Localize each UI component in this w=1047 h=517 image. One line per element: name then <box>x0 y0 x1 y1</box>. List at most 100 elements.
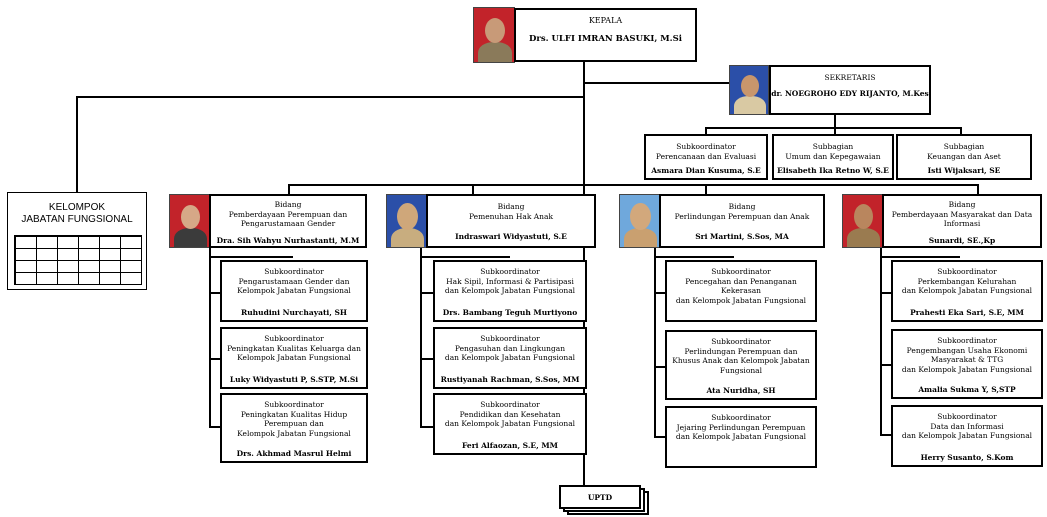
connector-b1-s2 <box>209 358 221 360</box>
connector-subsek-2 <box>834 127 836 135</box>
bidang-4-sub-3: Subkoordinator Data dan Informasi dan Ke… <box>891 405 1043 467</box>
bidang-1-sub-1-name: Ruhudini Nurchayati, SH <box>241 308 347 317</box>
sekretaris-box: SEKRETARIS dr. NOEGROHO EDY RIJANTO, M.K… <box>769 65 931 115</box>
sub-sekretariat-2: Subbagian Umum dan Kepegawaian Elisabeth… <box>772 134 894 180</box>
connector-b1-s3 <box>209 426 221 428</box>
sub-sekretariat-1-title: Subkoordinator Perencanaan dan Evaluasi <box>655 142 757 161</box>
bidang-1-sub-2: Subkoordinator Peningkatan Kualitas Kelu… <box>220 327 368 389</box>
bidang-4-title: Bidang Pemberdayaan Masyarakat dan Data … <box>891 200 1033 228</box>
bidang-1-name: Dra. Sih Wahyu Nurhastanti, M.M <box>216 236 360 245</box>
bidang-4-photo <box>842 194 883 248</box>
bidang-1-sub-3: Subkoordinator Peningkatan Kualitas Hidu… <box>220 393 368 463</box>
connector-b2-s2 <box>420 358 434 360</box>
sub-sekretariat-3-name: Isti Wijaksari, SE <box>927 166 1001 175</box>
connector-bidang-4 <box>977 184 979 194</box>
bidang-3-sub-3: Subkoordinator Jejaring Perlindungan Per… <box>665 406 817 468</box>
connector-sekretaris-vertical <box>834 114 836 128</box>
connector-b4-down <box>880 248 882 434</box>
bidang-2-sub-1-title: Subkoordinator Hak Sipil, Informasi & Pa… <box>444 267 576 295</box>
connector-b1-down <box>209 248 211 426</box>
uptd-box: UPTD <box>559 485 641 509</box>
bidang-3-sub-2-name: Ata Nuridha, SH <box>706 386 776 395</box>
connector-b4-s2 <box>880 364 892 366</box>
bidang-1-photo <box>169 194 210 248</box>
sub-sekretariat-1-name: Asmara Dian Kusuma, S.E <box>651 166 761 175</box>
sub-sekretariat-1: Subkoordinator Perencanaan dan Evaluasi … <box>644 134 768 180</box>
connector-kepala-sekretaris <box>583 82 729 84</box>
bidang-2-sub-2-name: Rustiyanah Rachman, S.Sos, MM <box>440 375 580 384</box>
bidang-1-sub-1-title: Subkoordinator Pengarustamaan Gender dan… <box>237 267 351 295</box>
connector-b3-top <box>654 256 734 258</box>
connector-bidang-3 <box>705 184 707 194</box>
connector-b1-s1 <box>209 292 221 294</box>
kelompok-title: KELOMPOK JABATAN FUNGSIONAL <box>21 202 133 225</box>
connector-b2-down <box>420 248 422 426</box>
kepala-box: KEPALA Drs. ULFI IMRAN BASUKI, M.Si <box>514 8 697 62</box>
bidang-4-sub-1-name: Prahesti Eka Sari, S.E, MM <box>910 308 1024 317</box>
bidang-1-sub-3-title: Subkoordinator Peningkatan Kualitas Hidu… <box>237 400 351 438</box>
bidang-3-photo <box>619 194 660 248</box>
connector-kelompok-vertical <box>76 96 78 192</box>
bidang-3-sub-3-title: Subkoordinator Jejaring Perlindungan Per… <box>675 413 807 441</box>
bidang-4-sub-2-name: Amalia Sukma Y, S,STP <box>918 385 1016 394</box>
bidang-2-sub-1: Subkoordinator Hak Sipil, Informasi & Pa… <box>433 260 587 322</box>
bidang-2-box: Bidang Pemenuhan Hak Anak Indraswari Wid… <box>426 194 596 248</box>
connector-bidang-horizontal <box>288 184 978 186</box>
connector-b3-s1 <box>654 292 666 294</box>
connector-b1-top <box>209 256 293 258</box>
bidang-4-sub-1: Subkoordinator Perkembangan Kelurahan da… <box>891 260 1043 322</box>
connector-bidang-1 <box>288 184 290 194</box>
bidang-2-sub-1-name: Drs. Bambang Teguh Murtiyono <box>442 308 578 317</box>
bidang-4-name: Sunardi, SE.,Kp <box>928 236 996 245</box>
connector-b2-top <box>420 256 510 258</box>
bidang-4-sub-2: Subkoordinator Pengembangan Usaha Ekonom… <box>891 329 1043 399</box>
connector-subsek-1 <box>705 127 707 135</box>
connector-b3-s3 <box>654 436 666 438</box>
bidang-3-title: Bidang Perlindungan Perempuan dan Anak <box>674 202 810 221</box>
bidang-4-sub-3-name: Herry Susanto, S.Kom <box>920 453 1014 462</box>
bidang-3-sub-2: Subkoordinator Perlindungan Perempuan da… <box>665 330 817 400</box>
bidang-3-sub-2-title: Subkoordinator Perlindungan Perempuan da… <box>672 337 810 375</box>
bidang-1-sub-2-name: Luky Widyastuti P, S.STP, M.Si <box>229 375 359 384</box>
bidang-3-box: Bidang Perlindungan Perempuan dan Anak S… <box>659 194 825 248</box>
sekretaris-photo <box>729 65 769 115</box>
connector-b2-s1 <box>420 292 434 294</box>
kepala-photo <box>473 7 515 63</box>
connector-b3-down <box>654 248 656 436</box>
bidang-3-name: Sri Martini, S.Sos, MA <box>695 232 789 241</box>
connector-top-left-horizontal <box>76 96 584 98</box>
bidang-2-title: Bidang Pemenuhan Hak Anak <box>468 202 554 221</box>
connector-b4-s3 <box>880 434 892 436</box>
kepala-title: KEPALA <box>588 16 623 25</box>
connector-b4-top <box>880 256 960 258</box>
connector-b4-s1 <box>880 292 892 294</box>
kelompok-box: KELOMPOK JABATAN FUNGSIONAL <box>7 192 147 290</box>
bidang-2-sub-2: Subkoordinator Pengasuhan dan Lingkungan… <box>433 327 587 389</box>
bidang-2-sub-3-title: Subkoordinator Pendidikan dan Kesehatan … <box>444 400 576 428</box>
bidang-2-photo <box>386 194 427 248</box>
sub-sekretariat-2-name: Elisabeth Ika Retno W, S.E <box>777 166 889 175</box>
bidang-3-sub-1-title: Subkoordinator Pencegahan dan Penanganan… <box>675 267 807 305</box>
bidang-4-sub-3-title: Subkoordinator Data dan Informasi dan Ke… <box>901 412 1033 440</box>
bidang-4-sub-1-title: Subkoordinator Perkembangan Kelurahan da… <box>901 267 1033 295</box>
sub-sekretariat-3-title: Subbagian Keuangan dan Aset <box>927 142 1001 161</box>
bidang-2-name: Indraswari Widyastuti, S.E <box>455 232 567 241</box>
bidang-1-box: Bidang Pemberdayaan Perempuan dan Pengar… <box>209 194 367 248</box>
bidang-1-title: Bidang Pemberdayaan Perempuan dan Pengar… <box>228 200 348 228</box>
connector-b3-s2 <box>654 366 666 368</box>
sekretaris-title: SEKRETARIS <box>824 73 876 82</box>
connector-subsek-horizontal <box>705 127 961 129</box>
bidang-4-sub-2-title: Subkoordinator Pengembangan Usaha Ekonom… <box>901 336 1033 374</box>
connector-bidang-2 <box>472 184 474 194</box>
sub-sekretariat-2-title: Subbagian Umum dan Kepegawaian <box>785 142 881 161</box>
kelompok-grid <box>14 235 142 285</box>
bidang-4-box: Bidang Pemberdayaan Masyarakat dan Data … <box>882 194 1042 248</box>
uptd-title: UPTD <box>587 493 613 502</box>
bidang-3-sub-1: Subkoordinator Pencegahan dan Penanganan… <box>665 260 817 322</box>
bidang-1-sub-1: Subkoordinator Pengarustamaan Gender dan… <box>220 260 368 322</box>
sub-sekretariat-3: Subbagian Keuangan dan Aset Isti Wijaksa… <box>896 134 1032 180</box>
kepala-name: Drs. ULFI IMRAN BASUKI, M.Si <box>528 34 683 44</box>
connector-b2-s3 <box>420 426 434 428</box>
sekretaris-name: dr. NOEGROHO EDY RIJANTO, M.Kes <box>771 89 929 98</box>
connector-subsek-3 <box>960 127 962 135</box>
